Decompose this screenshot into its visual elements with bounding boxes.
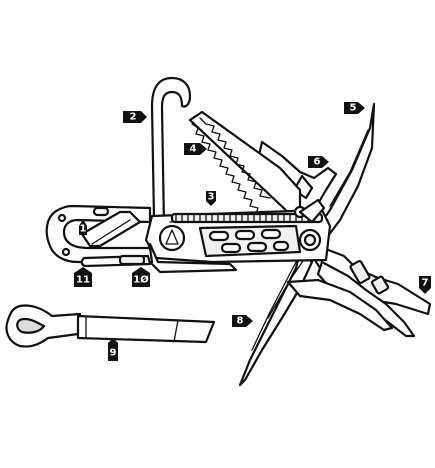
main-handle — [144, 198, 332, 274]
callout-label-3: 3 — [208, 192, 215, 203]
callout-9: 9 — [108, 338, 118, 361]
callout-6: 6 — [308, 156, 329, 168]
callout-label-8: 8 — [237, 316, 244, 327]
callout-1: 1 — [79, 219, 87, 235]
callout-label-4: 4 — [190, 144, 197, 155]
small-file — [80, 254, 152, 268]
lanyard-strap — [5, 304, 216, 348]
callout-label-11: 11 — [76, 275, 90, 286]
callout-11: 11 — [74, 267, 92, 287]
carabiner — [45, 204, 154, 264]
callout-8: 8 — [232, 315, 253, 327]
callout-10: 1Ø — [132, 267, 150, 287]
callout-4: 4 — [184, 143, 207, 155]
pliers-jaws — [286, 244, 432, 338]
callout-label-9: 9 — [110, 348, 117, 359]
callout-7: 7 — [419, 276, 431, 294]
callout-label-2: 2 — [130, 112, 137, 123]
bit-driver-arm — [150, 76, 192, 228]
callout-label-7: 7 — [422, 278, 429, 289]
callout-2: 2 — [123, 111, 147, 123]
callout-3: 3 — [206, 191, 216, 206]
knife-blade — [238, 250, 314, 387]
callout-5: 5 — [344, 102, 365, 114]
callout-label-1: 1 — [80, 224, 87, 235]
callout-label-6: 6 — [314, 157, 321, 168]
callout-label-10: 1Ø — [133, 274, 149, 286]
callout-label-5: 5 — [350, 103, 357, 114]
